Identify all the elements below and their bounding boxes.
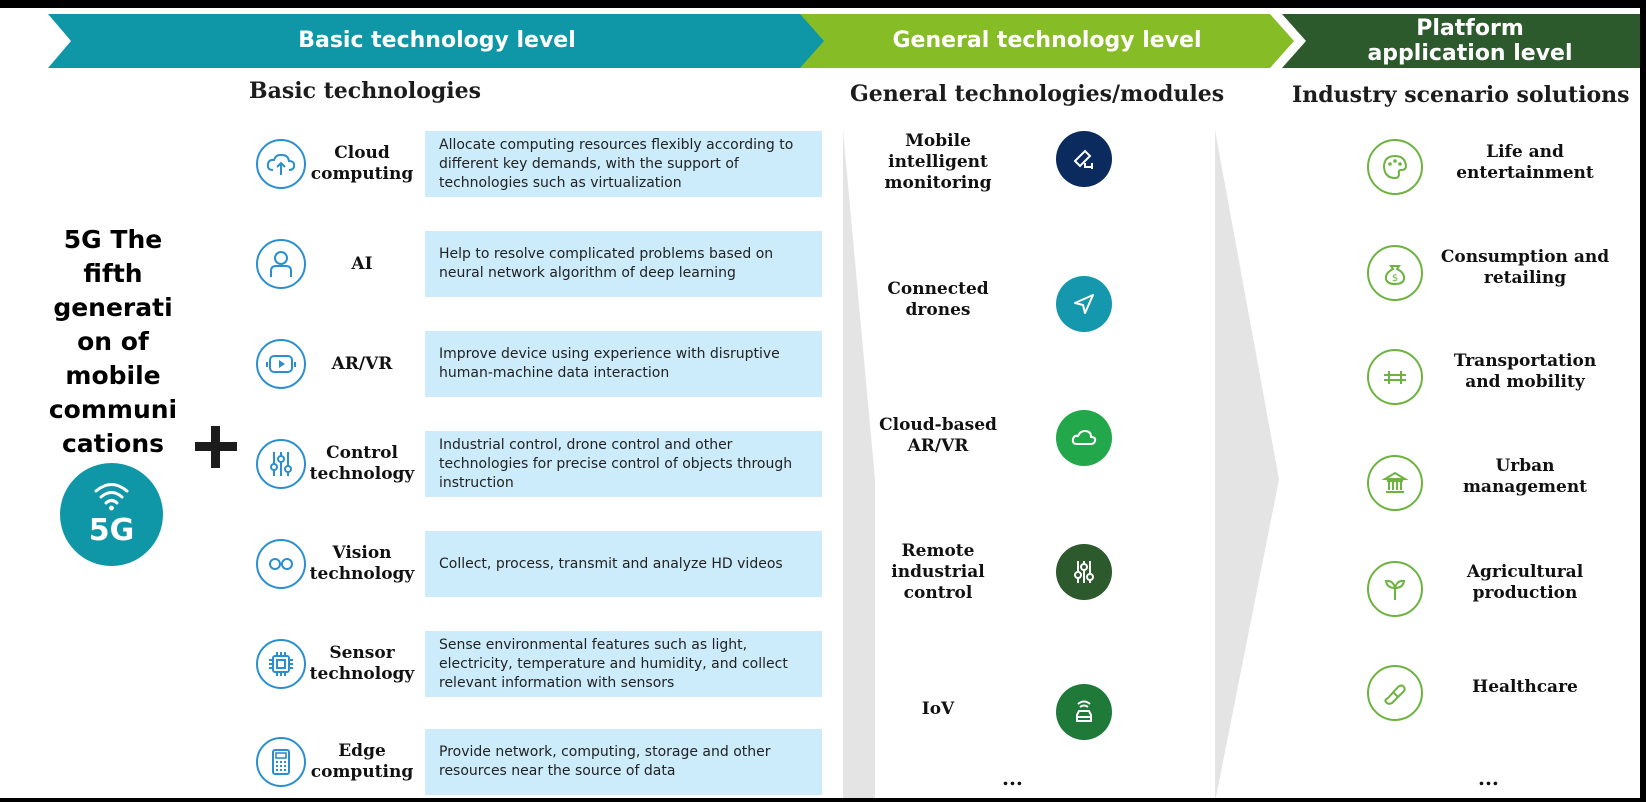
tech-label: Edge computing	[310, 741, 414, 782]
general-technology-level-header: General technology level	[800, 14, 1294, 68]
sliders-icon	[256, 439, 306, 489]
sliders-icon	[1056, 544, 1112, 600]
connected-car-icon	[1056, 684, 1112, 740]
camera-monitor-icon	[1056, 131, 1112, 187]
tech-row-vision-technology: Vision technology Collect, process, tran…	[255, 531, 825, 597]
general-modules-title: General technologies/modules	[850, 81, 1225, 107]
tech-row-control-technology: Control technology Industrial control, d…	[255, 431, 825, 497]
general-ellipsis: ...	[1002, 766, 1023, 790]
tech-description: Collect, process, transmit and analyze H…	[425, 531, 822, 597]
cloud-icon	[1056, 410, 1112, 466]
industry-label: Transportation and mobility	[1453, 351, 1597, 392]
tech-row-ar-vr: AR/VR Improve device using experience wi…	[255, 331, 825, 397]
government-building-icon	[1367, 455, 1423, 511]
module-label: Remote industrial control	[891, 541, 985, 603]
paper-plane-icon	[1056, 276, 1112, 332]
money-bag-icon: $	[1367, 245, 1423, 301]
industry-ellipsis: ...	[1478, 766, 1499, 790]
bridge-icon	[1367, 349, 1423, 405]
basic-technologies-title: Basic technologies	[249, 78, 482, 104]
platform-application-level-header: Platform application level	[1282, 14, 1644, 68]
tech-label: Sensor technology	[309, 643, 415, 684]
wifi-icon	[94, 483, 129, 511]
industry-label: Urban management	[1462, 456, 1588, 497]
glasses-icon	[256, 539, 306, 589]
sprout-icon	[1367, 561, 1423, 617]
industry-solutions-title: Industry scenario solutions	[1292, 82, 1630, 108]
tech-description: Sense environmental features such as lig…	[425, 631, 822, 697]
person-icon	[256, 239, 306, 289]
vr-headset-icon	[256, 339, 306, 389]
plus-icon	[193, 424, 239, 470]
svg-text:$: $	[1392, 273, 1398, 284]
tech-description: Help to resolve complicated problems bas…	[425, 231, 822, 297]
gray-arrow-right	[1215, 130, 1279, 802]
industry-label: Agricultural production	[1466, 562, 1584, 603]
tech-label: Cloud computing	[310, 143, 414, 184]
tech-row-cloud-computing: Cloud computing Allocate computing resou…	[255, 131, 825, 197]
tech-description: Provide network, computing, storage and …	[425, 729, 822, 795]
module-label: Cloud-based AR/VR	[879, 415, 997, 456]
five-g-heading: 5G The fifth generati on of mobile commu…	[48, 225, 178, 458]
basic-technology-level-text: Basic technology level	[298, 28, 576, 54]
frame-right	[1640, 0, 1646, 802]
tech-row-ai: AI Help to resolve complicated problems …	[255, 231, 825, 297]
five-g-badge: 5G	[60, 463, 163, 566]
module-label: Connected drones	[887, 279, 989, 320]
tech-label: Vision technology	[309, 543, 415, 584]
general-technology-level-text: General technology level	[892, 28, 1202, 54]
industry-label: Life and entertainment	[1456, 142, 1594, 183]
palette-icon	[1367, 139, 1423, 195]
industry-label: Healthcare	[1472, 677, 1578, 697]
platform-application-level-text: Platform application level	[1367, 15, 1573, 66]
frame-bottom	[0, 798, 1646, 802]
frame-top	[0, 0, 1646, 8]
cloud-upload-icon	[256, 139, 306, 189]
tech-description: Allocate computing resources flexibly ac…	[425, 131, 822, 197]
tech-row-sensor-technology: Sensor technology Sense environmental fe…	[255, 631, 825, 697]
tech-label: Control technology	[309, 443, 415, 484]
pill-icon	[1367, 665, 1423, 721]
tech-description: Improve device using experience with dis…	[425, 331, 822, 397]
tech-label: AR/VR	[331, 353, 393, 374]
module-label: Mobile intelligent monitoring	[884, 131, 992, 193]
module-label: IoV	[921, 699, 955, 719]
five-g-badge-label: 5G	[88, 513, 135, 548]
industry-label: Consumption and retailing	[1440, 247, 1610, 288]
tech-label: AI	[351, 253, 373, 274]
tech-description: Industrial control, drone control and ot…	[425, 431, 822, 497]
calculator-icon	[256, 737, 306, 787]
tech-row-edge-computing: Edge computing Provide network, computin…	[255, 729, 825, 795]
chip-icon	[256, 639, 306, 689]
basic-technology-level-header: Basic technology level	[48, 14, 826, 68]
